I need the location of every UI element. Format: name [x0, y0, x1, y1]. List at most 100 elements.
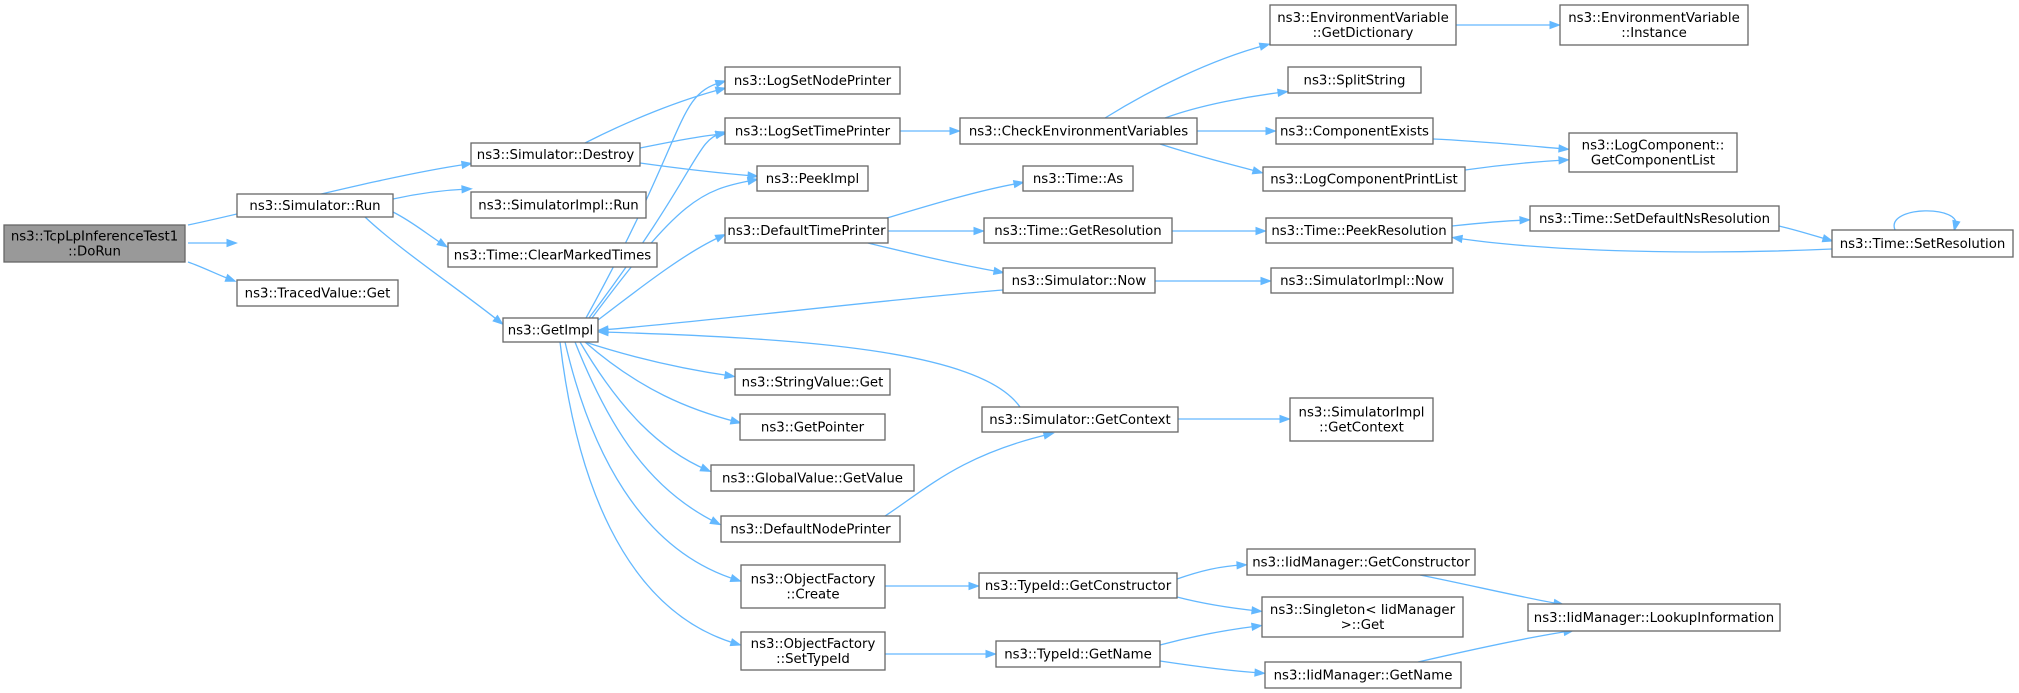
node-getimpl[interactable]: ns3::GetImpl: [502, 317, 599, 343]
node-timeas[interactable]: ns3::Time::As: [1022, 165, 1134, 192]
edge-line: [1432, 138, 1566, 150]
edge-line: [1176, 564, 1244, 580]
edge-line: [601, 289, 1004, 331]
node-label: ns3::LogComponentPrintList: [1270, 173, 1458, 188]
node-label: ns3::SimulatorImpl::Now: [1280, 274, 1444, 289]
node-traced_get[interactable]: ns3::TracedValue::Get: [236, 279, 399, 307]
node-splitstr[interactable]: ns3::SplitString: [1287, 66, 1422, 94]
edge-sim_destroy-to-peekimpl: [639, 162, 759, 180]
edge-arrowhead: [723, 370, 736, 380]
edge-arrowhead: [1451, 234, 1464, 244]
node-iidname[interactable]: ns3::IidManager::GetName: [1264, 661, 1462, 689]
edge-line: [1159, 625, 1259, 646]
edge-sim_run-to-clear_marked: [392, 211, 449, 248]
node-box: [1287, 66, 1422, 94]
node-gvget[interactable]: ns3::GlobalValue::GetValue: [710, 464, 915, 492]
node-simnow[interactable]: ns3::Simulator::Now: [1002, 267, 1156, 294]
edge-arrowhead: [968, 581, 980, 591]
node-logtime[interactable]: ns3::LogSetTimePrinter: [724, 117, 901, 145]
node-lognode[interactable]: ns3::LogSetNodePrinter: [724, 66, 901, 95]
edge-tidname-to-singleton: [1159, 622, 1263, 646]
node-logcomplist[interactable]: ns3::LogComponentPrintList: [1262, 166, 1466, 192]
node-getctx[interactable]: ns3::Simulator::GetContext: [981, 406, 1179, 433]
node-label: ns3::Singleton< IidManager: [1270, 603, 1456, 618]
edge-sim_destroy-to-logtime: [639, 130, 727, 149]
edge-arrowhead: [714, 79, 727, 88]
edge-setdefns-to-setres: [1778, 225, 1834, 243]
edge-getimpl-to-gvget: [579, 341, 712, 472]
node-box: [740, 564, 886, 609]
node-simimplnow[interactable]: ns3::SimulatorImpl::Now: [1270, 267, 1454, 294]
node-label: ns3::SimulatorImpl: [1299, 406, 1425, 421]
node-label: ns3::CheckEnvironmentVariables: [969, 125, 1188, 140]
edge-logcomplist-to-getcomplist: [1464, 156, 1570, 171]
node-box: [470, 142, 641, 167]
edge-setres-to-peekres: [1451, 234, 1833, 253]
node-ofcreate[interactable]: ns3::ObjectFactory::Create: [740, 564, 886, 609]
node-getcomplist[interactable]: ns3::LogComponent::GetComponentList: [1568, 132, 1738, 173]
edge-getres-to-peekres: [1172, 226, 1267, 236]
node-label: ::GetDictionary: [1313, 26, 1414, 41]
node-compexists[interactable]: ns3::ComponentExists: [1275, 117, 1434, 145]
node-setres[interactable]: ns3::Time::SetResolution: [1831, 229, 2014, 258]
node-box: [739, 413, 886, 441]
edge-arrowhead: [224, 273, 237, 282]
node-label: ns3::Time::As: [1033, 172, 1123, 187]
node-label: ns3::GlobalValue::GetValue: [722, 472, 903, 487]
edge-arrowhead: [492, 314, 504, 326]
node-iidctor[interactable]: ns3::IidManager::GetConstructor: [1246, 548, 1476, 576]
node-getres[interactable]: ns3::Time::GetResolution: [983, 217, 1173, 244]
node-box: [1568, 132, 1738, 173]
edge-peekres-to-setdefns: [1451, 216, 1531, 227]
node-simimplctx[interactable]: ns3::SimulatorImpl::GetContext: [1289, 397, 1434, 442]
node-clear_marked[interactable]: ns3::Time::ClearMarkedTimes: [447, 242, 658, 268]
node-simimpl_run[interactable]: ns3::SimulatorImpl::Run: [470, 191, 647, 219]
node-label: ns3::SplitString: [1304, 74, 1406, 89]
node-envdict[interactable]: ns3::EnvironmentVariable::GetDictionary: [1269, 4, 1457, 46]
edge-sim_run-to-simimpl_run: [392, 185, 473, 200]
node-label: ns3::Simulator::Destroy: [477, 148, 635, 163]
node-getptr[interactable]: ns3::GetPointer: [739, 413, 886, 441]
node-root[interactable]: ns3::TcpLpInferenceTest1::DoRun: [3, 224, 186, 263]
edge-getctx-to-simimplctx: [1178, 414, 1291, 424]
node-iidlookup[interactable]: ns3::IidManager::LookupInformation: [1527, 603, 1781, 632]
node-sim_destroy[interactable]: ns3::Simulator::Destroy: [470, 142, 641, 167]
node-peekimpl[interactable]: ns3::PeekImpl: [756, 165, 869, 192]
edge-line: [1104, 44, 1267, 119]
node-label: ns3::Time::SetResolution: [1840, 237, 2006, 252]
edge-arrowhead: [729, 416, 742, 425]
edge-sim_run-to-getimpl: [364, 216, 504, 326]
node-checkenv[interactable]: ns3::CheckEnvironmentVariables: [959, 117, 1198, 145]
node-box: [236, 279, 399, 307]
node-strval[interactable]: ns3::StringValue::Get: [734, 368, 891, 396]
edge-setres-to-setres: [1893, 210, 1961, 232]
node-label: ns3::GetPointer: [761, 421, 865, 436]
node-label: ns3::Time::PeekResolution: [1271, 224, 1446, 239]
edge-arrowhead: [709, 516, 722, 526]
node-box: [470, 191, 647, 219]
edge-line: [1464, 159, 1566, 171]
edge-arrowhead: [1279, 414, 1291, 424]
node-deftime[interactable]: ns3::DefaultTimePrinter: [724, 217, 889, 244]
node-box: [756, 165, 869, 192]
edge-deftime-to-simnow: [867, 242, 1005, 275]
node-ofsettid[interactable]: ns3::ObjectFactory::SetTypeId: [740, 631, 886, 671]
node-singleton[interactable]: ns3::Singleton< IidManager>::Get: [1261, 596, 1464, 638]
node-box: [1246, 548, 1476, 576]
node-defnode[interactable]: ns3::DefaultNodePrinter: [720, 515, 901, 543]
edge-line: [187, 261, 233, 281]
node-label: ns3::TracedValue::Get: [245, 287, 391, 302]
edge-deftime-to-getres: [888, 226, 985, 236]
node-tidname[interactable]: ns3::TypeId::GetName: [995, 640, 1161, 668]
node-setdefns[interactable]: ns3::Time::SetDefaultNsResolution: [1529, 205, 1780, 232]
node-envinst[interactable]: ns3::EnvironmentVariable::Instance: [1559, 4, 1749, 46]
node-peekres[interactable]: ns3::Time::PeekResolution: [1265, 217, 1453, 244]
node-tidctor[interactable]: ns3::TypeId::GetConstructor: [978, 572, 1178, 599]
node-label: ns3::IidManager::LookupInformation: [1534, 611, 1774, 626]
node-box: [1270, 267, 1454, 294]
edge-tidctor-to-singleton: [1176, 596, 1263, 615]
node-label: ns3::ObjectFactory: [751, 637, 876, 652]
node-box: [959, 117, 1198, 145]
node-sim_run[interactable]: ns3::Simulator::Run: [236, 193, 394, 218]
